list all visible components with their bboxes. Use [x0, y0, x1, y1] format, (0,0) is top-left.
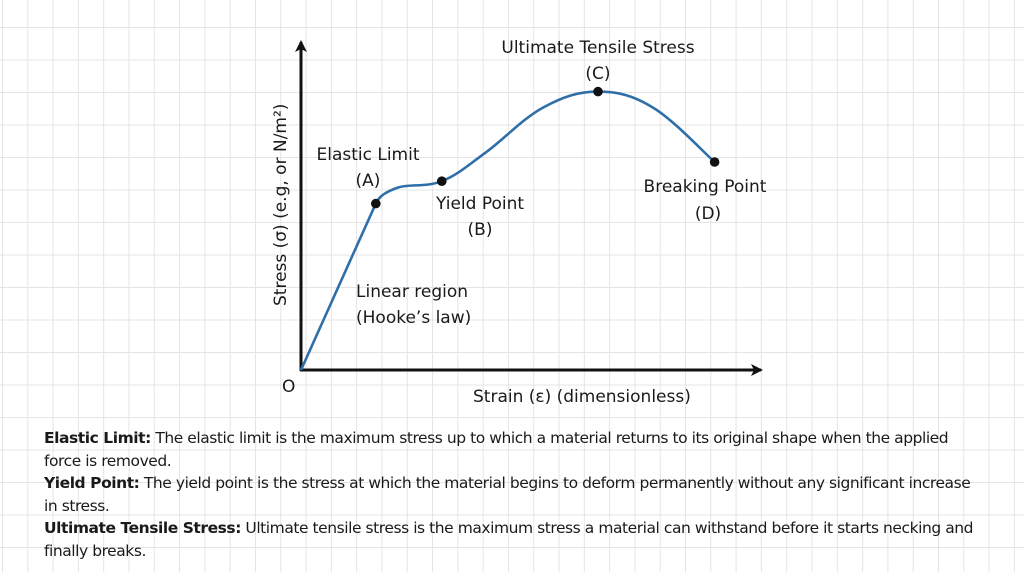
- point-yield-point: [437, 176, 447, 186]
- definition-yield-point: Yield Point: The yield point is the stre…: [44, 472, 984, 517]
- label-elastic-limit: Elastic Limit: [316, 145, 419, 165]
- stress-strain-chart: O Strain (ε) (dimensionless) Stress (σ) …: [271, 38, 767, 407]
- label-yield-point: Yield Point: [435, 194, 524, 214]
- tag-yield-point: (B): [468, 220, 493, 240]
- definition-elastic-limit: Elastic Limit: The elastic limit is the …: [44, 427, 984, 472]
- definition-term: Yield Point:: [44, 474, 140, 492]
- definition-text: The yield point is the stress at which t…: [44, 474, 971, 515]
- definition-text: Ultimate tensile stress is the maximum s…: [44, 519, 974, 560]
- label-breaking-point: Breaking Point: [644, 177, 767, 197]
- definition-ultimate-tensile-stress: Ultimate Tensile Stress: Ultimate tensil…: [44, 517, 984, 562]
- definition-term: Ultimate Tensile Stress:: [44, 519, 241, 537]
- tag-elastic-limit: (A): [356, 171, 381, 191]
- tag-ultimate-tensile-stress: (C): [585, 64, 610, 84]
- origin-label: O: [282, 377, 295, 397]
- annotation-linear-region: Linear region: [356, 282, 468, 302]
- annotation-hookes-law: (Hooke’s law): [356, 308, 471, 328]
- label-ultimate-tensile-stress: Ultimate Tensile Stress: [501, 38, 694, 58]
- definition-text: The elastic limit is the maximum stress …: [44, 429, 949, 470]
- point-elastic-limit: [371, 198, 381, 209]
- y-axis-label: Stress (σ) (e.g, or N/m²): [271, 104, 291, 306]
- x-axis-label: Strain (ε) (dimensionless): [473, 387, 691, 407]
- stress-strain-curve: [299, 90, 716, 371]
- definitions-list: Elastic Limit: The elastic limit is the …: [44, 427, 984, 562]
- definition-term: Elastic Limit:: [44, 429, 151, 447]
- point-ultimate-tensile-stress: [593, 86, 603, 97]
- tag-breaking-point: (D): [695, 204, 721, 224]
- point-breaking-point: [709, 157, 720, 167]
